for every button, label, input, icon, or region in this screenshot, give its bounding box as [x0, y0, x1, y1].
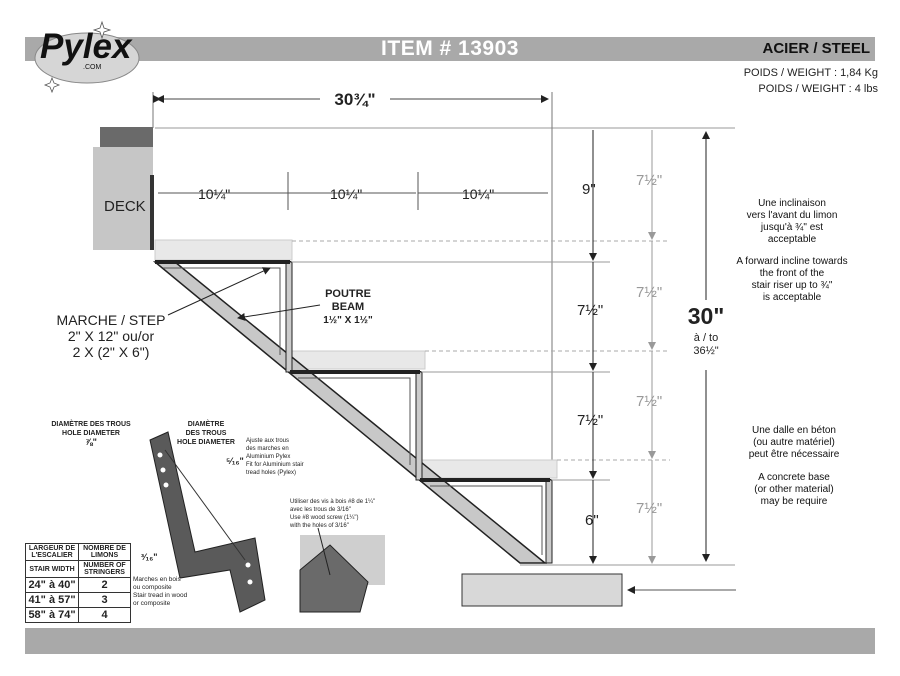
deck-post	[150, 175, 154, 250]
footer-bar	[25, 628, 875, 654]
table-row: 24" à 40"2	[24, 577, 131, 593]
logo-text: Pylex	[40, 27, 132, 66]
step-label-1: MARCHE / STEP	[56, 312, 166, 328]
size-3-16: ³⁄₁₆"	[141, 552, 158, 562]
concrete-base	[461, 573, 623, 607]
top-gap-dim: 9"	[582, 181, 596, 198]
tread-depth-1: 10¼"	[198, 186, 231, 202]
sparkle-icon	[92, 20, 112, 40]
base-note-fr: Une dalle en béton(ou autre matériel)peu…	[748, 425, 840, 460]
header-width-fr: LARGEUR DE L'ESCALIER	[24, 543, 80, 561]
material-label: ACIER / STEEL	[762, 40, 870, 57]
screw-note: Utiliser des vis à bois #8 de 1¼"avec le…	[290, 499, 376, 529]
rise-1-dim: 7½"	[577, 302, 604, 319]
step-label-2: 2" X 12" ou/or	[67, 328, 155, 344]
step-rise-3: 7½"	[636, 393, 663, 410]
screw-detail	[299, 527, 385, 613]
header-count-en: NUMBER OF STRINGERS	[78, 560, 131, 578]
tread-3	[419, 459, 558, 479]
deck-top	[100, 127, 153, 147]
base-note-en: A concrete base(or other material)may be…	[754, 472, 834, 507]
table-row: 41" à 57"3	[24, 592, 131, 608]
weight-kg: POIDS / WEIGHT : 1,84 Kg	[743, 67, 878, 79]
header-count-fr: NOMBRE DE LIMONS	[78, 543, 131, 561]
logo-sub: .COM	[83, 64, 102, 71]
tread-depth-3: 10¼"	[462, 186, 495, 202]
beam-label-2: BEAM	[331, 301, 365, 313]
step-rise-2: 7½"	[636, 284, 663, 301]
bracket-detail	[149, 431, 266, 613]
header-bar	[25, 37, 875, 61]
deck-label: DECK	[104, 198, 146, 215]
total-height-alt-2: 36½"	[693, 345, 719, 357]
size-5-16: ⁵⁄₁₆"	[226, 456, 244, 466]
pylex-logo	[34, 20, 140, 94]
total-height-dim: 30"	[687, 303, 725, 329]
sparkle-icon	[43, 76, 61, 94]
overall-width-dim: 30¾"	[334, 90, 376, 109]
weight-lbs: POIDS / WEIGHT : 4 lbs	[758, 83, 878, 95]
tread-2	[287, 350, 426, 370]
header-width-en: STAIR WIDTH	[24, 560, 80, 578]
item-number: ITEM # 13903	[381, 37, 519, 60]
bottom-gap-dim: 6"	[585, 512, 599, 529]
beam-label-1: POUTRE	[325, 288, 371, 300]
beam-label-3: 1½" X 1½"	[323, 315, 373, 326]
table-row: 58" à 74"4	[24, 607, 131, 623]
total-height-alt-1: à / to	[693, 332, 719, 344]
step-rise-1: 7½"	[636, 172, 663, 189]
step-label-3: 2 X (2" X 6")	[72, 344, 150, 360]
rise-2-dim: 7½"	[577, 412, 604, 429]
tread-1	[154, 239, 293, 261]
deck-block	[93, 147, 153, 250]
tread-depth-2: 10¼"	[330, 186, 363, 202]
step-rise-4: 7½"	[636, 500, 663, 517]
